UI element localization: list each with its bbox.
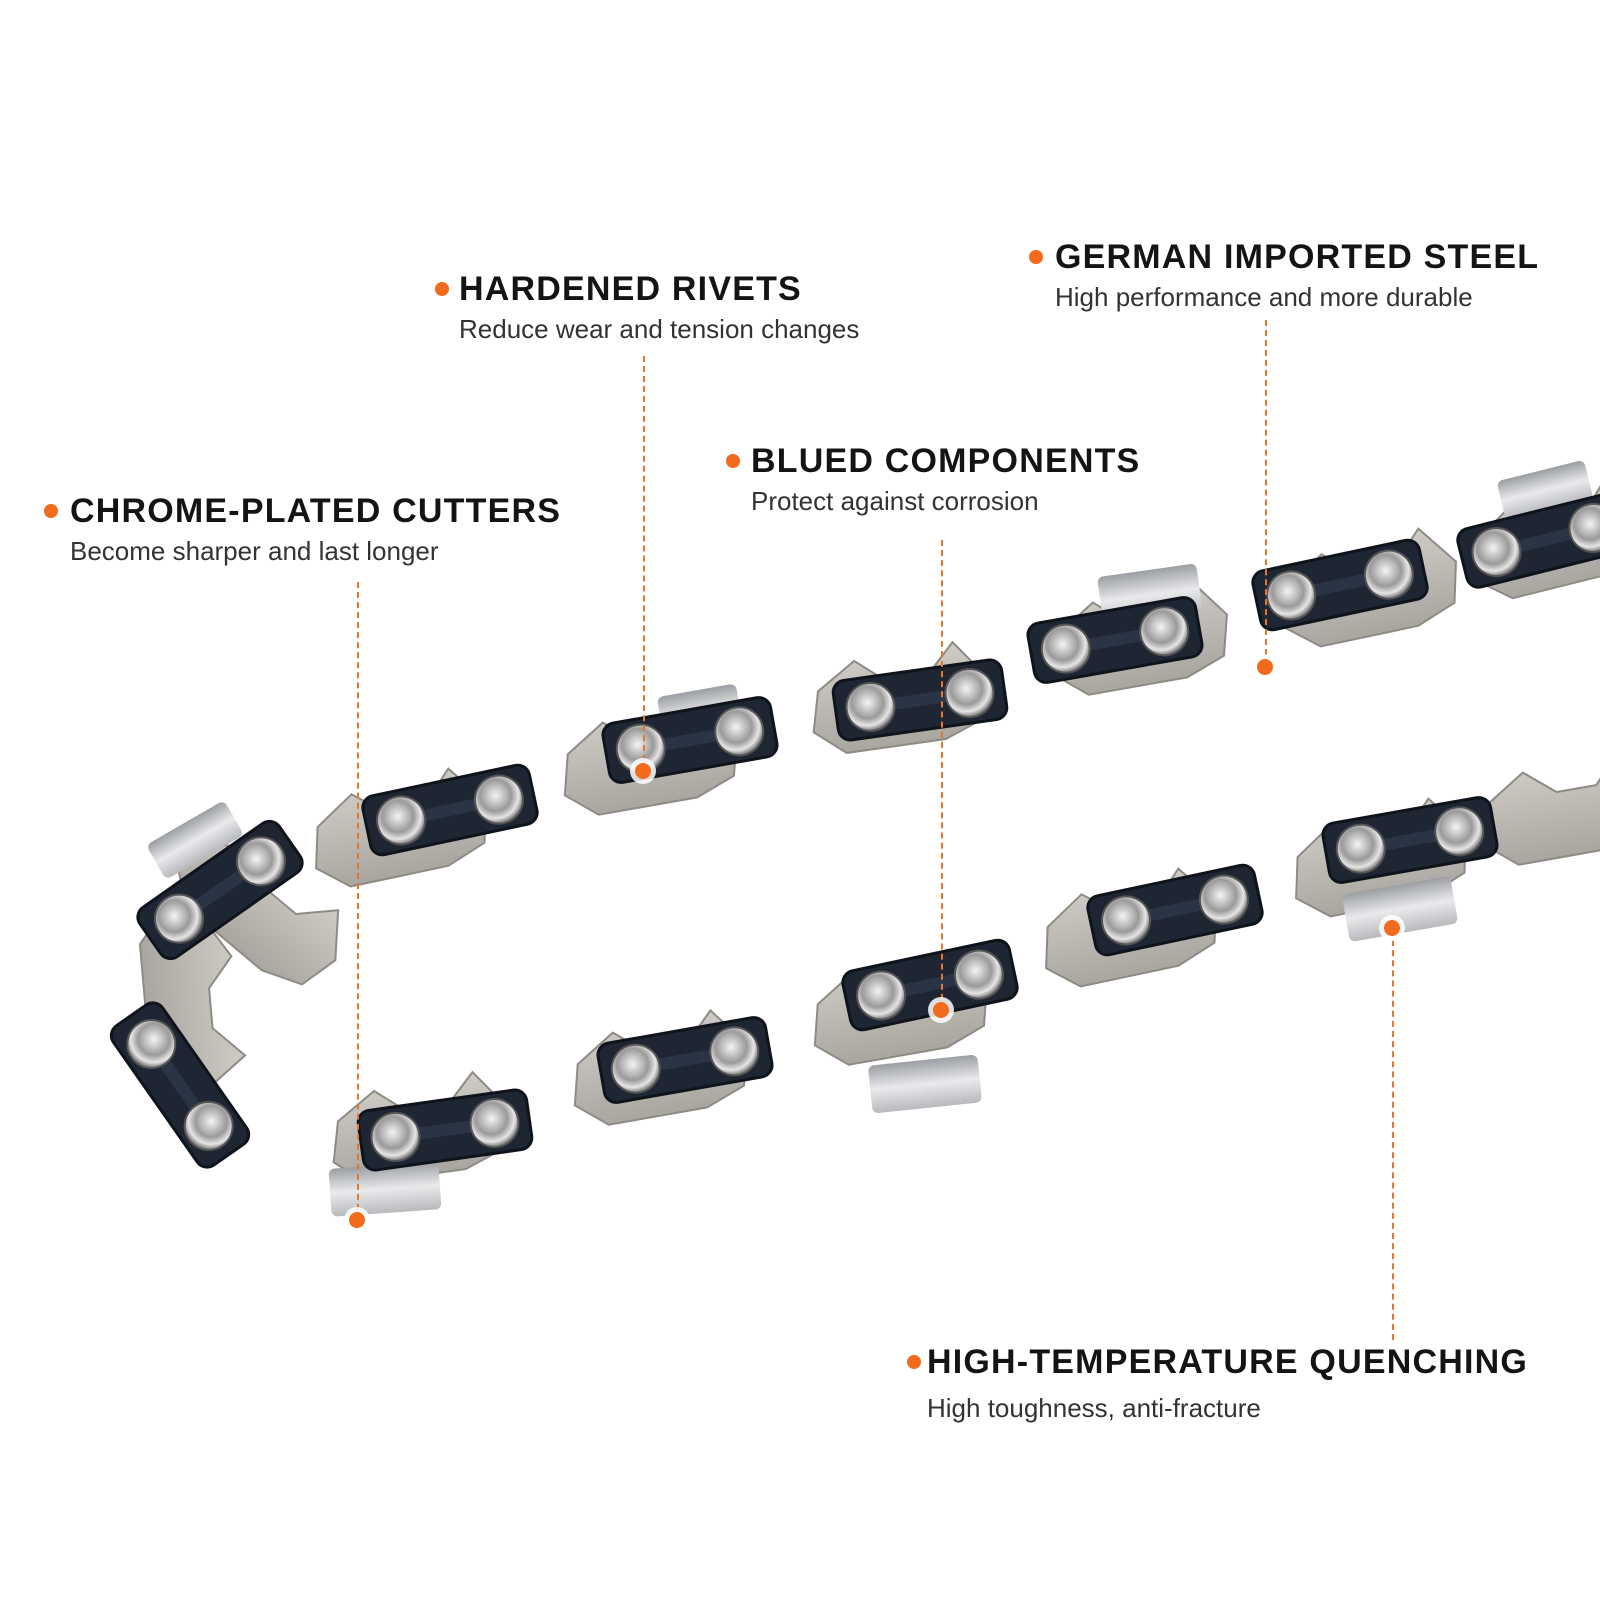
callout-description: Reduce wear and tension changes — [459, 314, 860, 344]
marker-hardened-rivets — [630, 758, 656, 784]
upper-chain-run — [300, 460, 1600, 894]
callout-chrome-cutters: CHROME-PLATED CUTTERS Become sharper and… — [44, 492, 562, 566]
bullet-icon — [1029, 250, 1043, 264]
callout-title: HIGH-TEMPERATURE QUENCHING — [927, 1343, 1529, 1381]
callout-title: CHROME-PLATED CUTTERS — [70, 492, 562, 530]
leader-line-german-steel — [1265, 320, 1267, 655]
leader-line-chrome-cutters — [357, 582, 359, 1220]
callout-description: Become sharper and last longer — [70, 536, 439, 566]
callout-description: High performance and more durable — [1055, 282, 1473, 312]
callout-title: BLUED COMPONENTS — [751, 442, 1141, 480]
leader-line-hardened-rivets — [643, 356, 645, 771]
callout-blued-components: BLUED COMPONENTS Protect against corrosi… — [726, 442, 1141, 516]
leader-line-blued-components — [941, 540, 943, 1010]
bullet-icon — [44, 504, 58, 518]
leader-line-quenching — [1392, 930, 1394, 1340]
marker-blued-components — [928, 997, 954, 1023]
bullet-icon — [907, 1355, 921, 1369]
callout-title: HARDENED RIVETS — [459, 270, 802, 308]
marker-quenching — [1379, 915, 1405, 941]
callout-quenching: HIGH-TEMPERATURE QUENCHING High toughnes… — [907, 1343, 1529, 1423]
marker-chrome-cutters — [344, 1207, 370, 1233]
bullet-icon — [726, 454, 740, 468]
lower-chain-run — [322, 744, 1600, 1217]
chain-bend — [105, 802, 363, 1174]
callout-description: High toughness, anti-fracture — [927, 1393, 1261, 1423]
callout-title: GERMAN IMPORTED STEEL — [1055, 238, 1540, 276]
marker-german-steel — [1252, 654, 1278, 680]
bullet-icon — [435, 282, 449, 296]
callout-description: Protect against corrosion — [751, 486, 1039, 516]
callout-german-steel: GERMAN IMPORTED STEEL High performance a… — [1029, 238, 1540, 312]
callout-hardened-rivets: HARDENED RIVETS Reduce wear and tension … — [435, 270, 860, 344]
